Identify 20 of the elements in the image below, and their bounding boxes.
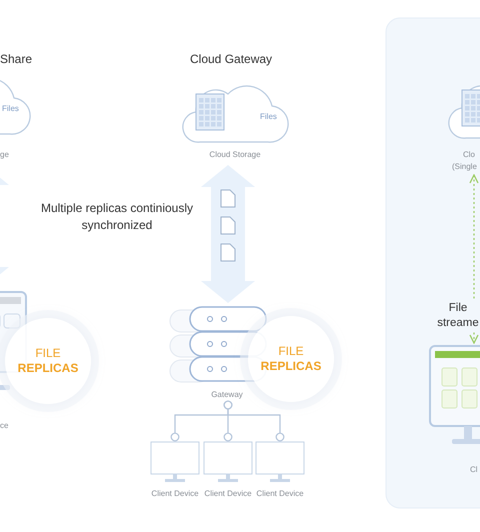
badge-label: FILE REPLICAS (260, 344, 322, 374)
device-caption: (Single (452, 162, 477, 171)
badge-circle (5, 318, 91, 404)
file-label: Files (2, 104, 19, 113)
file-label: Files (260, 112, 277, 121)
badge-label: FILE REPLICAS (16, 346, 80, 376)
heading-label: Cloud Gateway (190, 52, 272, 66)
device-caption: Cloud Storage (208, 150, 262, 159)
device-caption: Cl (470, 465, 478, 474)
heading-label: Share (0, 52, 32, 66)
device-caption: Client Device (150, 489, 200, 498)
badge-circle (248, 316, 334, 402)
connector-line (224, 400, 284, 442)
device-caption: Clo (463, 150, 476, 159)
device-caption: Gateway (210, 390, 244, 399)
edge-label: File streame (436, 301, 480, 331)
device-caption: ce (0, 421, 8, 430)
double-arrow (201, 165, 255, 303)
heading-label: Multiple replicas continiously synchronized (40, 200, 194, 234)
device-caption: ge (0, 150, 9, 159)
